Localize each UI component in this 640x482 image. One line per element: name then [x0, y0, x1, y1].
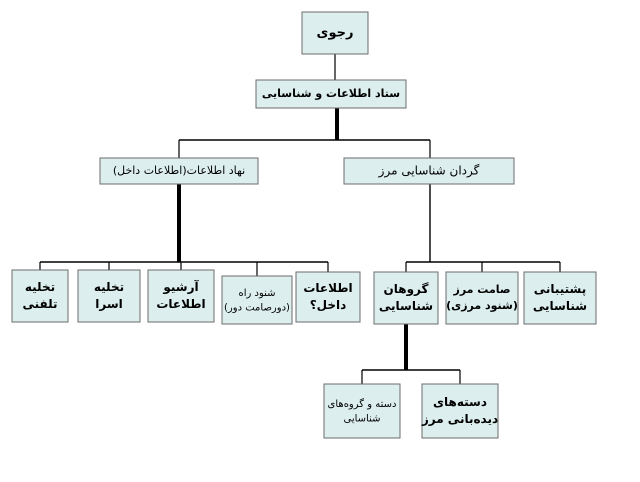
node-label: رجوی	[317, 26, 354, 41]
node-box	[99, 157, 259, 185]
node-label: داخل؟	[310, 298, 347, 312]
node-label: تلفنی	[22, 297, 57, 311]
node-internal-intel: نهاد اطلاعات(اطلاعات داخل)	[99, 157, 259, 185]
node-archive: آرشیو اطلاعات	[147, 269, 215, 323]
node-label: اطلاعات	[303, 281, 352, 295]
node-label: اطلاعات	[156, 297, 205, 311]
node-label: نهاد اطلاعات(اطلاعات داخل)	[113, 164, 245, 177]
node-label: گروهان	[384, 282, 429, 297]
node-box	[421, 383, 499, 439]
node-box	[523, 271, 597, 325]
node-phone-dump: تخلیه تلفنی	[11, 269, 69, 323]
node-label: شناسایی	[379, 299, 433, 313]
node-box	[301, 11, 369, 55]
node-box	[445, 271, 519, 325]
node-label: شنود راه	[238, 288, 275, 299]
node-recon-support: پشتیبانی شناسایی	[523, 271, 597, 325]
node-recon-teams: دسته و گروه‌های شناسایی	[323, 383, 401, 439]
node-staff: ستاد اطلاعات و شناسایی	[255, 79, 407, 109]
node-root: رجوی	[301, 11, 369, 55]
node-recon-groups: گروهان شناسایی	[373, 271, 439, 325]
node-label: پشتیبانی	[534, 282, 587, 296]
node-label: (دورصامت دور)	[224, 302, 290, 313]
node-label: دیده‌بانی مرز	[421, 412, 498, 426]
node-label: دسته و گروه‌های	[328, 398, 397, 410]
node-box	[11, 269, 69, 323]
node-label: گردان شناسایی مرز	[378, 164, 480, 179]
node-label: صامت مرز	[452, 283, 510, 296]
node-box	[147, 269, 215, 323]
node-remote-listen: شنود راه (دورصامت دور)	[221, 275, 293, 325]
node-border-watch: دسته‌های دیده‌بانی مرز	[421, 383, 499, 439]
node-box	[255, 79, 407, 109]
node-label: آرشیو	[162, 279, 199, 295]
node-label: تخلیه	[94, 280, 124, 294]
node-label: (شنود مرزی)	[446, 299, 518, 312]
node-box	[323, 383, 401, 439]
connector-lines	[39, 54, 561, 384]
org-nodes: رجوی ستاد اطلاعات و شناسایی نهاد اطلاعات(ا…	[11, 11, 597, 439]
node-box	[373, 271, 439, 325]
node-label: اسرا	[95, 297, 123, 311]
node-label: تخلیه	[25, 280, 55, 294]
node-box	[295, 271, 361, 323]
node-box	[77, 269, 141, 323]
node-label: شناسایی	[533, 299, 587, 313]
node-border-battalion: گردان شناسایی مرز	[343, 157, 515, 185]
node-prisoner-dump: تخلیه اسرا	[77, 269, 141, 323]
node-internal-intel-leaf: اطلاعات داخل؟	[295, 271, 361, 323]
node-border-silent: صامت مرز (شنود مرزی)	[445, 271, 519, 325]
node-label: ستاد اطلاعات و شناسایی	[262, 87, 400, 100]
node-box	[221, 275, 293, 325]
node-label: شناسایی	[344, 413, 381, 424]
node-label: دسته‌های	[433, 395, 487, 409]
node-box	[343, 157, 515, 185]
